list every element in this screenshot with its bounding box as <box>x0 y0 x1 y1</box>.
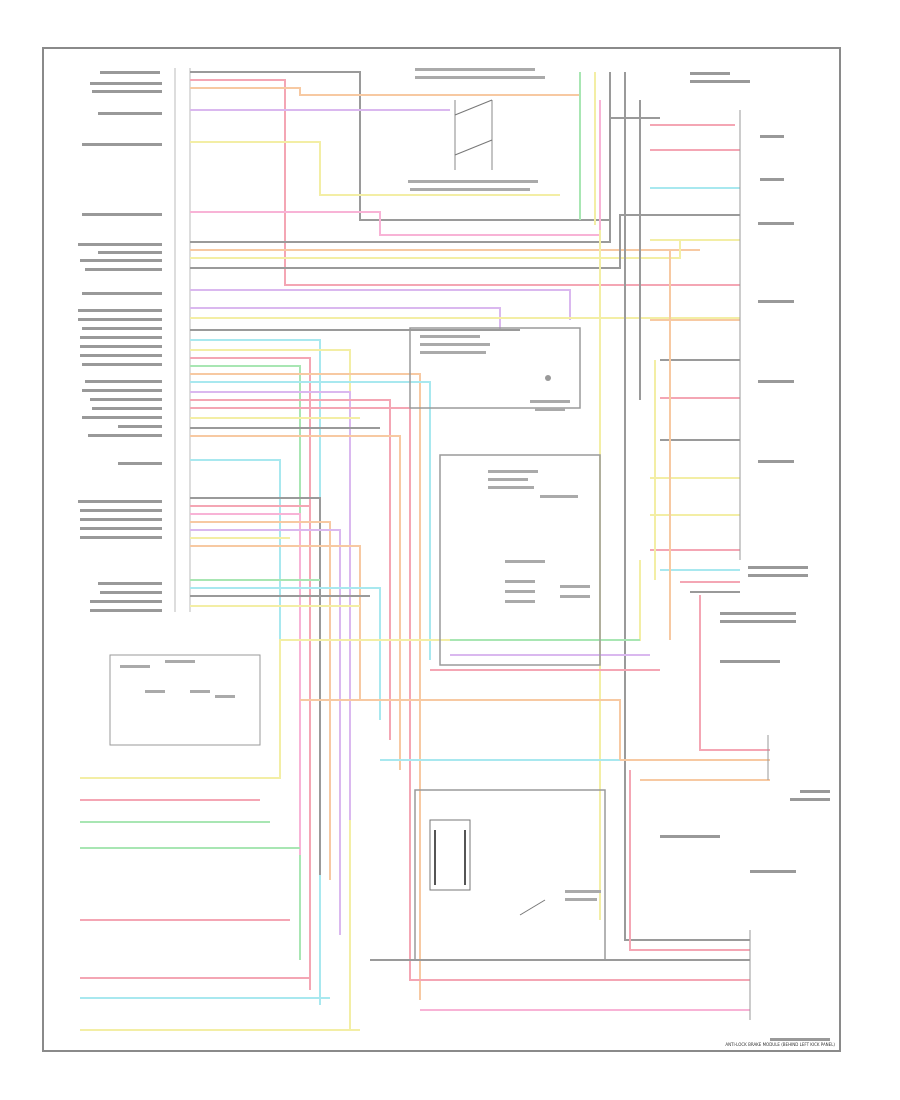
abs-module-center <box>439 454 601 666</box>
left-labels <box>78 71 162 612</box>
right-labels <box>660 72 830 1041</box>
left-fuse-block <box>109 654 261 746</box>
abs-module-upper <box>409 327 581 411</box>
fluid-level-switch <box>408 68 545 191</box>
wire-traces <box>80 71 770 1031</box>
caption-bottom-right: ANTI-LOCK BRAKE MODULE (BEHIND LEFT KICK… <box>725 1042 835 1047</box>
right-connector-pins <box>739 110 769 1020</box>
lower-center-module <box>414 789 606 961</box>
